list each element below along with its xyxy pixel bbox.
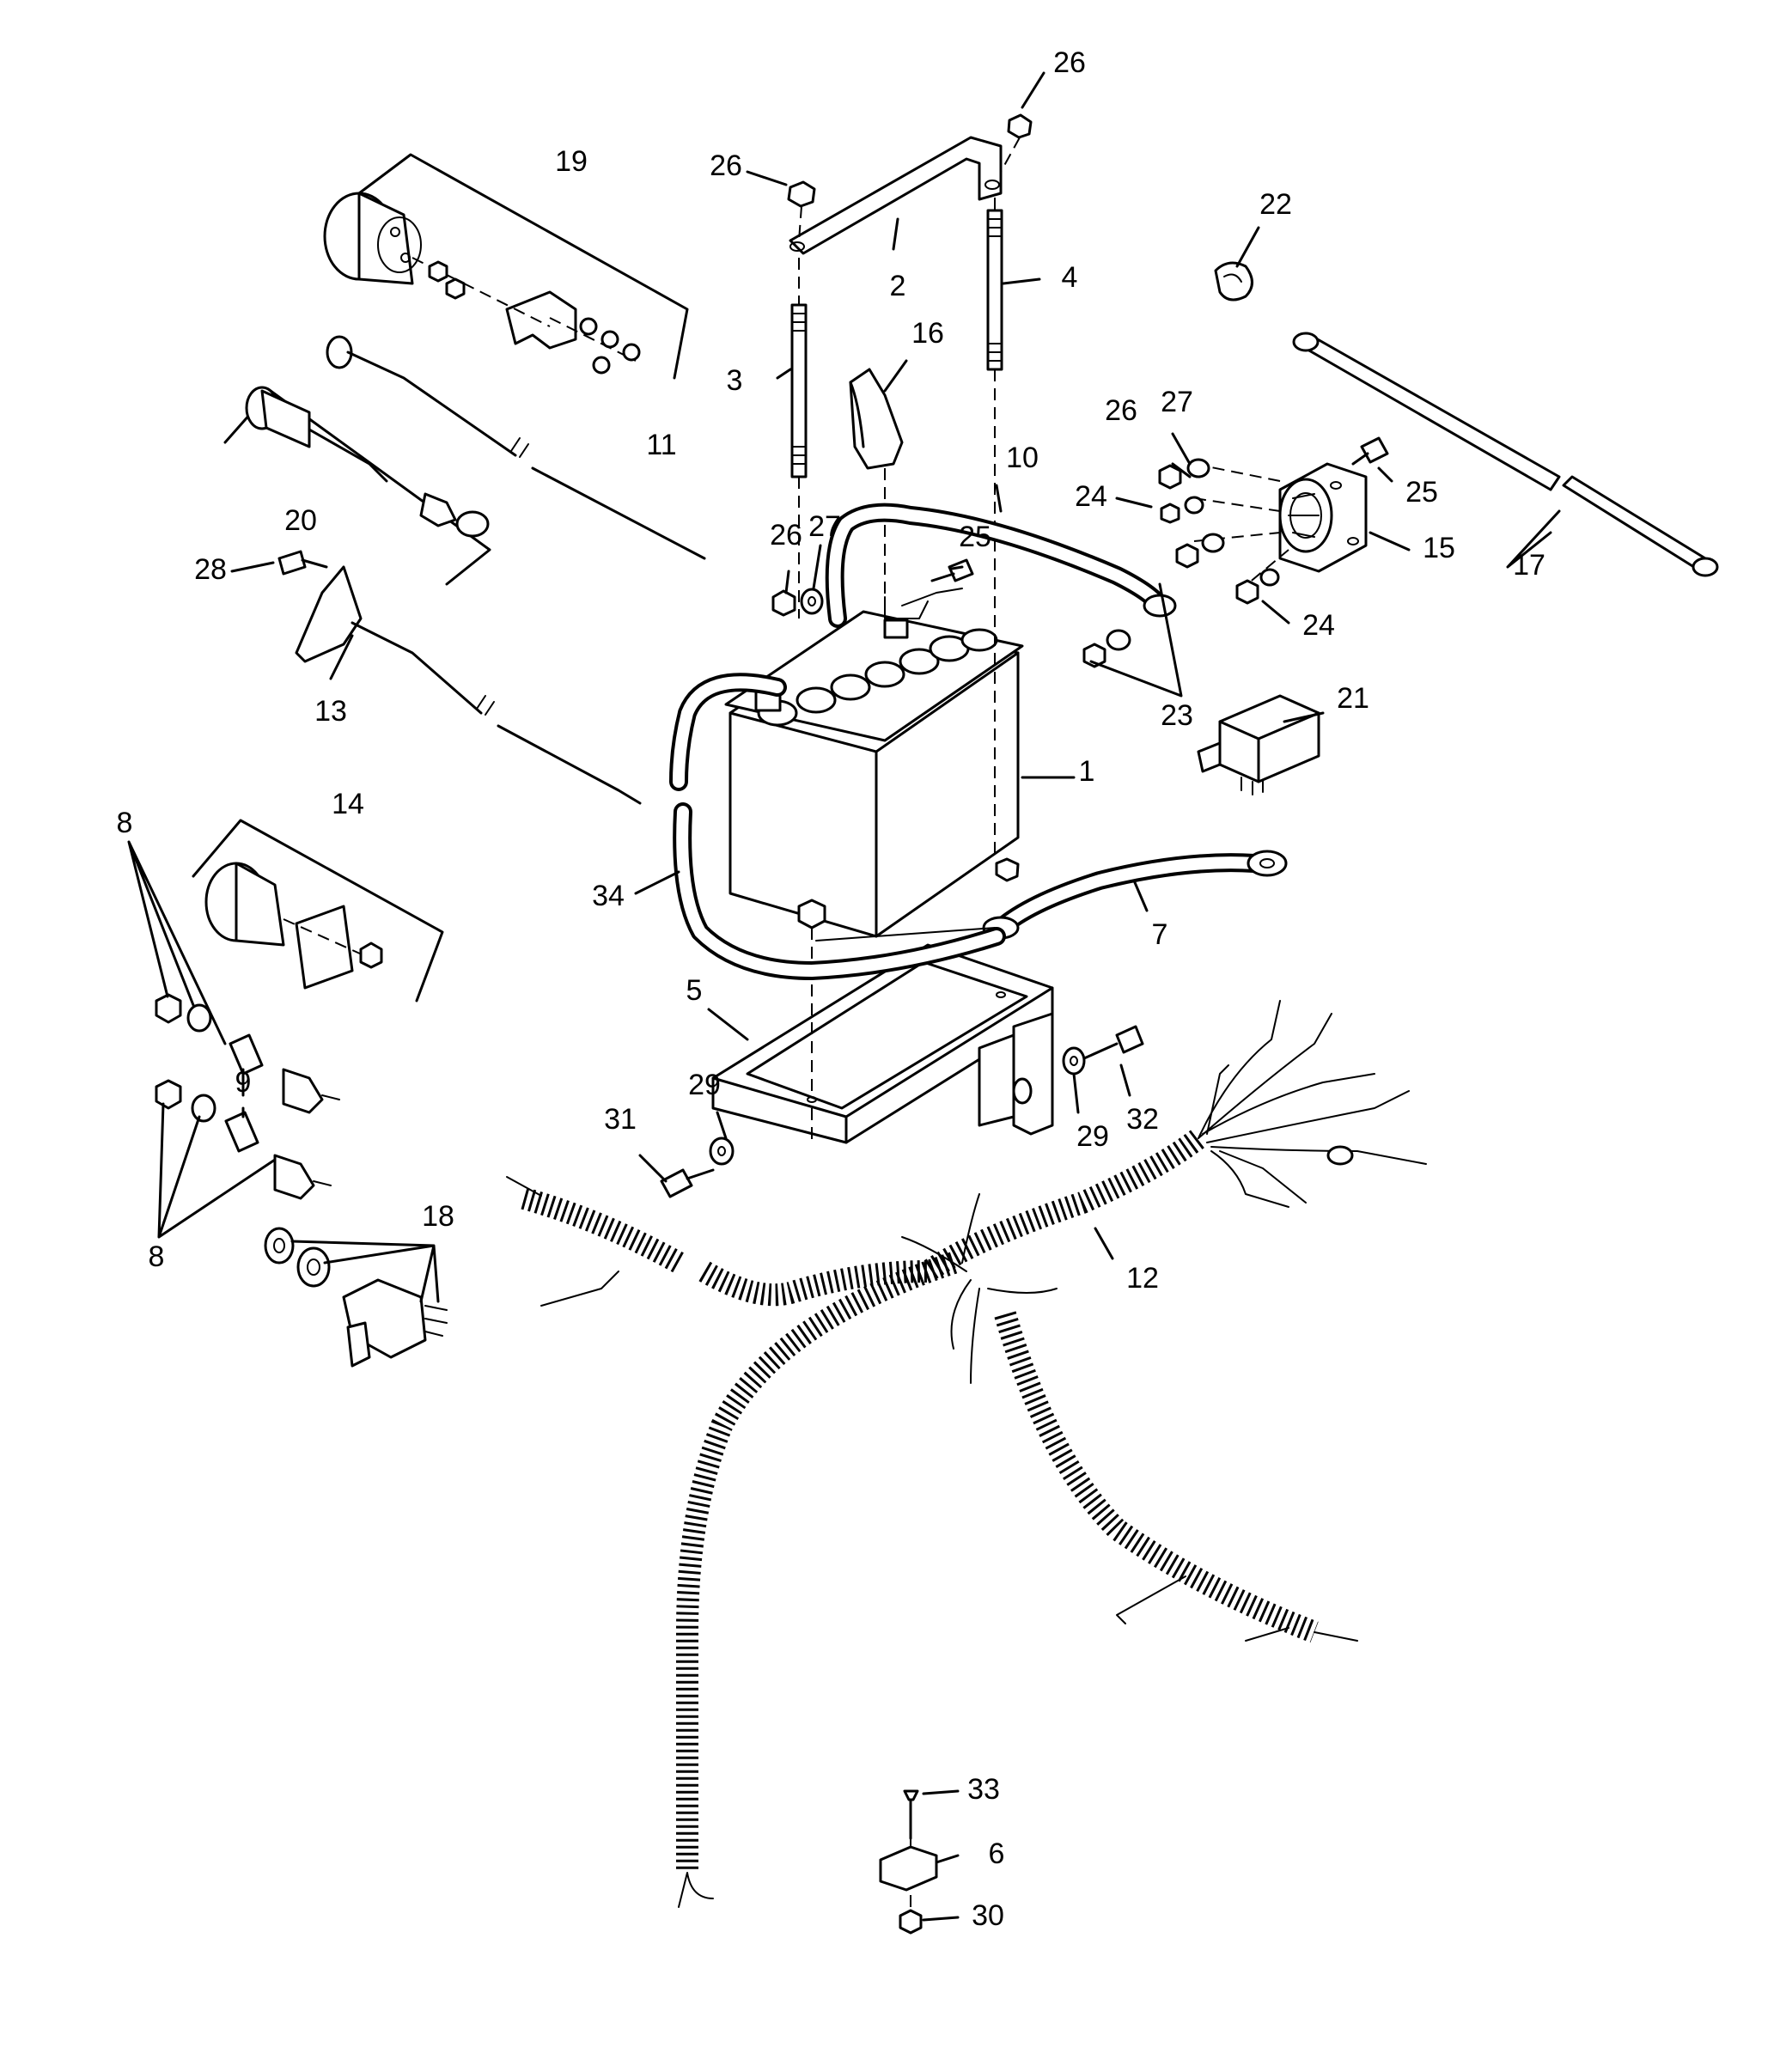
- callout-29: 29: [688, 1069, 721, 1101]
- callout-11: 11: [646, 429, 676, 461]
- nut-washer-bolt: [660, 857, 1144, 1198]
- battery-tray: [711, 928, 1054, 1144]
- terminal-boot: [849, 368, 904, 619]
- nut: [787, 113, 1033, 241]
- sender: [155, 993, 340, 1200]
- relay: [1197, 694, 1320, 795]
- callout-4: 4: [1062, 261, 1078, 294]
- battery-cable: [669, 673, 1006, 980]
- starter-solenoid: [1193, 436, 1389, 594]
- callout-17: 17: [1513, 549, 1545, 582]
- callout-3: 3: [727, 364, 743, 397]
- callout-27: 27: [808, 510, 841, 543]
- choke-cable: [223, 386, 491, 586]
- callout-27: 27: [1161, 386, 1193, 418]
- callout-8: 8: [117, 807, 133, 839]
- callout-26: 26: [770, 519, 802, 552]
- callout-22: 22: [1259, 188, 1292, 221]
- callout-26: 26: [1105, 394, 1137, 427]
- callout-25: 25: [959, 521, 991, 553]
- battery-cable: [825, 503, 1177, 628]
- callout-5: 5: [686, 974, 703, 1007]
- callout-18: 18: [422, 1200, 454, 1233]
- callout-28: 28: [194, 553, 227, 586]
- cable-clamp: [277, 550, 642, 805]
- callout-32: 32: [1126, 1103, 1159, 1136]
- linkage-rod: [1292, 332, 1719, 577]
- switch: [879, 1789, 938, 1935]
- nut-washer-bolt: [771, 558, 974, 617]
- leader-lines: [127, 71, 1561, 1922]
- callout-24: 24: [1302, 609, 1335, 642]
- rod-right: [986, 198, 1003, 859]
- callout-31: 31: [604, 1103, 637, 1136]
- callout-14: 14: [332, 788, 364, 820]
- callout-19: 19: [555, 145, 588, 178]
- callout-16: 16: [911, 317, 944, 350]
- nut-washer: [1082, 458, 1280, 668]
- callout-25: 25: [1405, 476, 1438, 509]
- callout-26: 26: [1053, 46, 1086, 79]
- callouts: 26 26 2 3 4 16 22 19 11 10 26 27 25 24 1…: [117, 46, 1545, 1932]
- callout-24: 24: [1075, 480, 1107, 513]
- battery: [724, 610, 1024, 938]
- rod-left: [790, 258, 808, 619]
- callout-8: 8: [149, 1240, 165, 1273]
- throttle-cable: [326, 335, 706, 560]
- hold-down-bracket: [789, 136, 1003, 255]
- gauge-assembly: [192, 819, 444, 1002]
- callout-21: 21: [1337, 682, 1369, 715]
- callout-1: 1: [1079, 755, 1095, 788]
- callout-26: 26: [710, 149, 742, 182]
- callout-2: 2: [890, 270, 906, 302]
- ground-cable: [815, 850, 1288, 942]
- callout-34: 34: [592, 880, 625, 912]
- callout-10: 10: [1006, 442, 1039, 474]
- callout-6: 6: [989, 1837, 1005, 1870]
- callout-30: 30: [972, 1899, 1004, 1932]
- gauge-assembly: [323, 153, 689, 380]
- wiring-harness: [506, 1000, 1427, 1908]
- callout-12: 12: [1126, 1262, 1159, 1295]
- callout-15: 15: [1423, 532, 1455, 564]
- callout-13: 13: [314, 695, 347, 728]
- callout-29: 29: [1076, 1120, 1109, 1153]
- callout-33: 33: [967, 1773, 1000, 1806]
- callout-9: 9: [235, 1066, 252, 1099]
- callout-20: 20: [284, 504, 317, 537]
- ignition-switch: [264, 1227, 448, 1368]
- callout-7: 7: [1152, 918, 1168, 951]
- callout-23: 23: [1161, 699, 1193, 732]
- wire-clip: [1214, 261, 1253, 302]
